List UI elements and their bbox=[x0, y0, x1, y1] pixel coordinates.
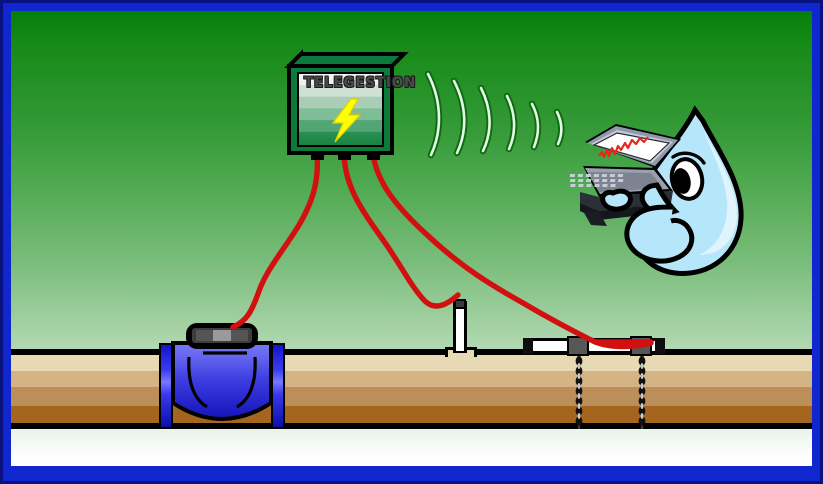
mascot-arm bbox=[624, 204, 695, 264]
mascot-eyebrow bbox=[671, 151, 706, 165]
signal-cables bbox=[230, 151, 654, 350]
water-pipe bbox=[11, 349, 812, 429]
cable-to-probe bbox=[341, 151, 461, 309]
water-meter[interactable] bbox=[159, 323, 285, 429]
insertion-probe[interactable] bbox=[445, 299, 477, 358]
water-drop-face bbox=[600, 151, 706, 264]
mascot-pupil bbox=[673, 168, 691, 194]
mascot-hand bbox=[600, 188, 633, 212]
radio-waves bbox=[424, 70, 565, 159]
cabinet-label: TELEGESTION bbox=[304, 75, 417, 91]
scene-illustration bbox=[11, 49, 812, 429]
lightning-bolt-icon bbox=[331, 98, 362, 143]
sensor-chains bbox=[575, 355, 646, 429]
cabinet-connectors bbox=[311, 151, 380, 160]
telegestion-cabinet[interactable] bbox=[284, 49, 409, 160]
scene-canvas: TELEGESTION bbox=[11, 11, 812, 466]
laptop-screen bbox=[592, 132, 671, 162]
cable-to-meter bbox=[230, 151, 321, 330]
screen-chart-line bbox=[598, 136, 649, 159]
